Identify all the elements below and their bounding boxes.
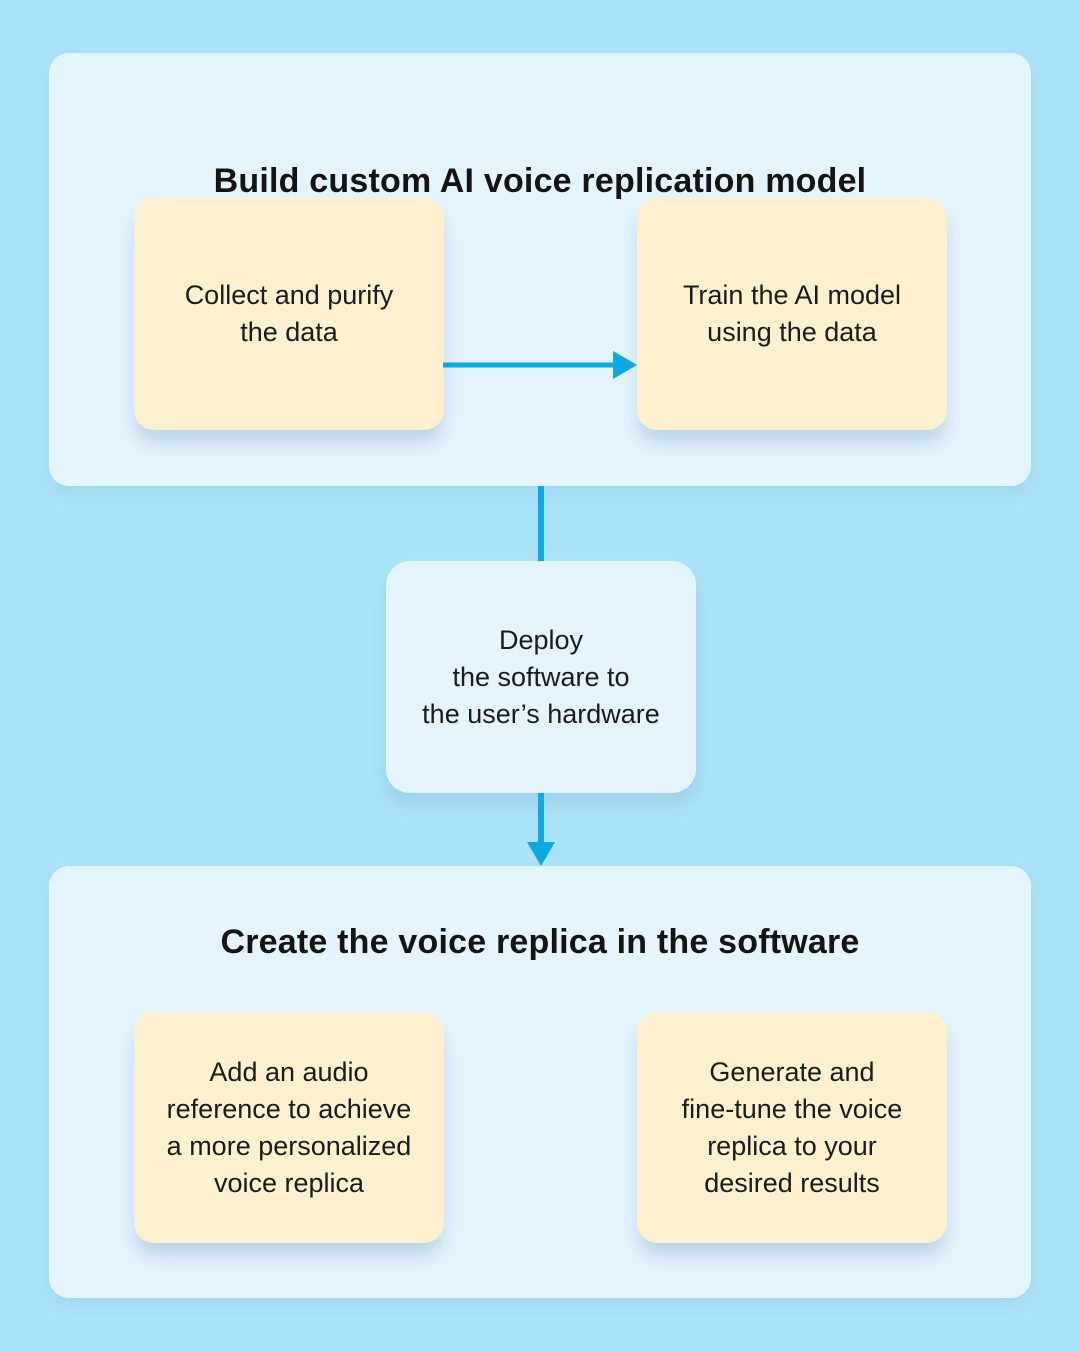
step-train-model-label: Train the AI model using the data [682,280,902,347]
section-build-model: Build custom AI voice replication model … [49,53,1031,486]
right-arrow-icon-collect-to-train [443,351,637,379]
step-add-audio-reference-label: Add an audio reference to achieve a more… [166,1056,412,1198]
section-build-model-title: Build custom AI voice replication model [213,162,867,200]
step-add-audio-reference: Add an audio reference to achieve a more… [134,1012,444,1243]
step-deploy-software: Deploy the software to the user’s hardwa… [386,561,696,793]
step-deploy-software-label: Deploy the software to the user’s hardwa… [422,624,660,729]
connector-line-build-to-deploy [538,486,544,561]
step-collect-data: Collect and purify the data [134,198,444,430]
step-generate-finetune: Generate and fine-tune the voice replica… [637,1012,947,1243]
section-create-replica-title: Create the voice replica in the software [220,923,860,961]
step-generate-finetune-label: Generate and fine-tune the voice replica… [681,1056,903,1198]
section-create-replica: Create the voice replica in the software… [49,866,1031,1298]
down-arrow-icon-deploy-to-create [527,793,555,866]
step-collect-data-label: Collect and purify the data [184,280,394,347]
step-train-model: Train the AI model using the data [637,198,947,430]
